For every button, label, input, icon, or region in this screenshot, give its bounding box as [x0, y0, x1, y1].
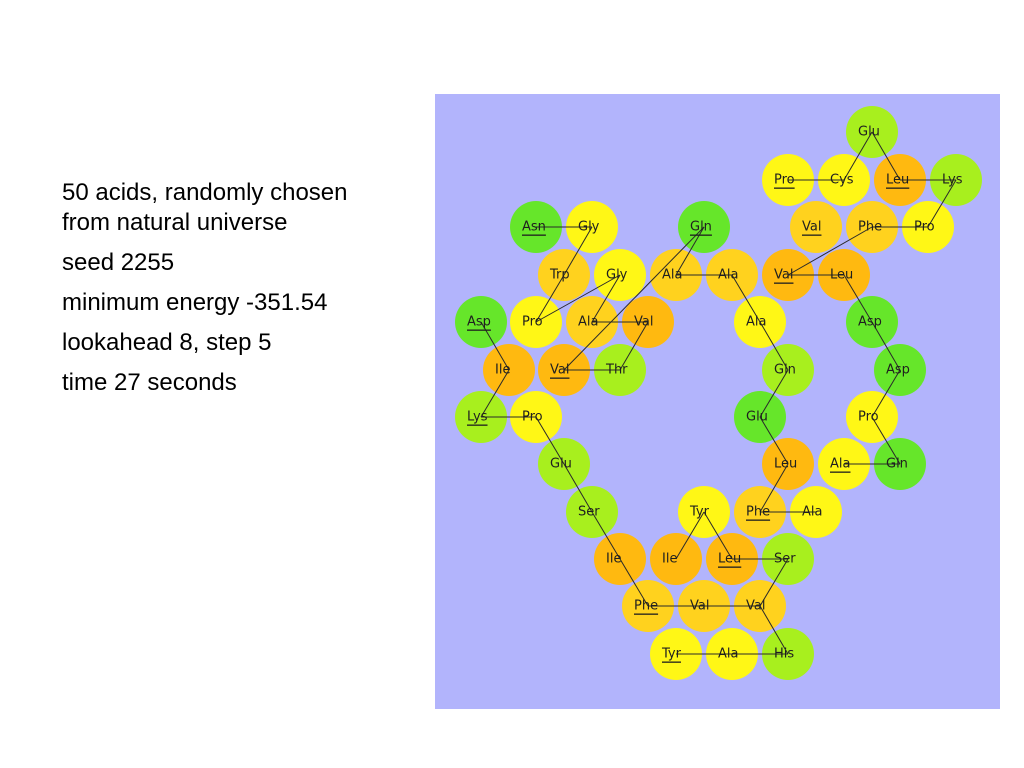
backbone-bond: [787, 226, 873, 276]
residue-label: Leu: [774, 457, 797, 472]
residue-circle: [790, 201, 842, 253]
residue-label: Pro: [914, 220, 935, 235]
residue-label: Leu: [886, 173, 909, 188]
backbone-bond: [871, 416, 901, 465]
residue-label: Ala: [662, 268, 682, 283]
residue-label: Pro: [774, 173, 795, 188]
residue-label: Ala: [830, 457, 850, 472]
residue-label: Gly: [578, 220, 600, 235]
backbone-bond: [759, 605, 789, 655]
residue-label: Ala: [746, 315, 766, 330]
backbone-bond: [927, 179, 957, 228]
residue-label: Lys: [942, 173, 963, 188]
residue-label: Val: [746, 599, 765, 614]
backbone-bond: [759, 463, 789, 513]
residue-label: Thr: [605, 363, 628, 378]
residue-label: Ile: [662, 552, 677, 567]
residue-label: Val: [774, 268, 793, 283]
residue-label: Glu: [858, 125, 880, 140]
residue-label: Gln: [886, 457, 908, 472]
backbone-bond: [535, 274, 621, 323]
residue-label: Ala: [718, 647, 738, 662]
backbone-bond: [759, 369, 789, 418]
backbone-bond: [591, 274, 621, 323]
backbone-bond: [619, 558, 649, 607]
residue-label: Ala: [578, 315, 598, 330]
residue-label: Ile: [495, 363, 510, 378]
residue-label: Asp: [858, 315, 882, 330]
backbone-bond: [675, 226, 705, 276]
lookahead-text: lookahead 8, step 5: [62, 329, 272, 356]
backbone-bond: [871, 369, 901, 418]
residue-label: Leu: [830, 268, 853, 283]
residue-label: Leu: [718, 552, 741, 567]
residue-label: Lys: [467, 410, 488, 425]
residue-label: Trp: [549, 268, 570, 283]
residue-label: Gln: [690, 220, 712, 235]
backbone-bond: [619, 321, 649, 371]
residue-label: Phe: [746, 505, 770, 520]
time-text: time 27 seconds: [62, 369, 237, 396]
residue-label: Gln: [774, 363, 796, 378]
info-panel: 50 acids, randomly chosen from natural u…: [62, 178, 412, 408]
backbone-bond: [731, 274, 761, 323]
backbone-bond: [563, 226, 705, 371]
residue-label: Val: [690, 599, 709, 614]
residue-label: Val: [634, 315, 653, 330]
backbone-bond: [563, 463, 593, 513]
residue-label: Glu: [550, 457, 572, 472]
backbone-bond: [759, 416, 789, 465]
backbone-bond: [759, 558, 789, 607]
residue-label: Pro: [522, 315, 543, 330]
residue-label: Phe: [634, 599, 658, 614]
residue-label: Asp: [886, 363, 910, 378]
residue-label: His: [774, 647, 794, 662]
residue-label: Ala: [802, 505, 822, 520]
backbone-bond: [480, 321, 510, 371]
energy-text: minimum energy -351.54: [62, 289, 328, 316]
residue-label: Asp: [467, 315, 491, 330]
residue-label: Pro: [522, 410, 543, 425]
residue-label: Val: [550, 363, 569, 378]
residue-label: Tyr: [661, 647, 682, 662]
backbone-bond: [843, 131, 873, 181]
backbone-bond: [871, 131, 901, 181]
residue-label: Cys: [830, 173, 854, 188]
residue-label: Glu: [746, 410, 768, 425]
residue-label: Asn: [522, 220, 546, 235]
backbone-bond: [871, 321, 901, 371]
description-line-1: 50 acids, randomly chosen: [62, 179, 348, 206]
backbone-bond: [843, 274, 873, 323]
seed-text: seed 2255: [62, 249, 175, 276]
backbone-bond: [703, 511, 733, 560]
residue-label: Ser: [578, 505, 600, 520]
backbone-bond: [591, 511, 621, 560]
residue-label: Ala: [718, 268, 738, 283]
residue-label: Val: [802, 220, 821, 235]
description-text: 50 acids, randomly chosen from natural u…: [62, 178, 412, 238]
residue-label: Tyr: [689, 505, 710, 520]
backbone-bond: [675, 511, 705, 560]
residue-label: Ile: [606, 552, 621, 567]
backbone-bond: [535, 274, 565, 323]
backbone-bond: [535, 416, 565, 465]
residue-label: Phe: [858, 220, 882, 235]
residue-label: Ser: [774, 552, 796, 567]
residue-label: Gly: [606, 268, 628, 283]
residue-label: Pro: [858, 410, 879, 425]
backbone-bond: [480, 369, 510, 418]
backbone-bond: [563, 226, 593, 276]
backbone-bond: [759, 321, 789, 371]
description-line-2: from natural universe: [62, 209, 288, 236]
